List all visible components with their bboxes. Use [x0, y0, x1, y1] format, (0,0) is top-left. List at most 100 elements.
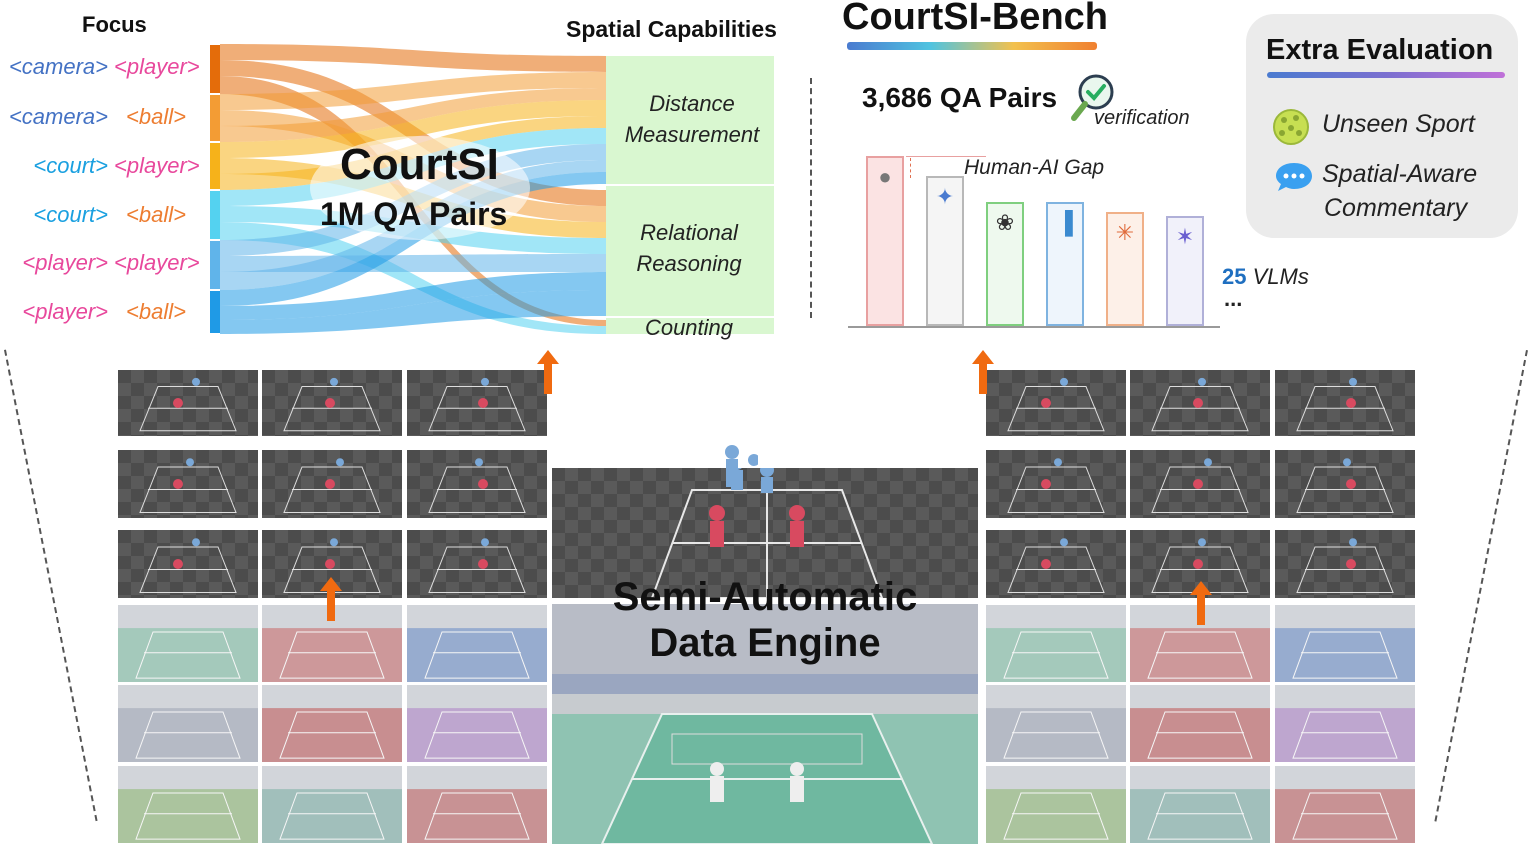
sankey-flow — [220, 72, 606, 110]
gap-line — [906, 156, 986, 157]
center-3d-scene — [552, 468, 978, 598]
up-arrow-icon — [320, 577, 342, 621]
thumbnail-3d — [986, 370, 1126, 436]
ellipsis: ... — [1224, 286, 1243, 311]
thumbnail-3d — [118, 530, 258, 598]
vlm-label: VLMs — [1252, 264, 1309, 289]
thumbnail-3d — [1130, 370, 1270, 436]
capability-counting: Counting — [606, 312, 772, 343]
thumbnail-video — [262, 766, 402, 843]
engine-label-line1: Semi-Automatic — [612, 575, 918, 619]
person-icon: ● — [878, 164, 892, 189]
openai-icon: ❀ — [995, 210, 1015, 235]
thumbnail-3d — [118, 450, 258, 518]
engine-label-line2: Data Engine — [649, 621, 881, 665]
gap-arrow — [910, 158, 911, 178]
thumbnail-video — [262, 685, 402, 762]
divider-line — [810, 78, 812, 318]
thumbnail-3d — [407, 530, 547, 598]
sankey-flow — [220, 222, 606, 334]
bench-bar: ✳ — [1106, 212, 1144, 326]
focus-label-a: <camera> — [8, 104, 108, 129]
sankey-flow — [220, 272, 606, 320]
bench-title-underline — [847, 42, 1097, 50]
thumbnail-video — [407, 766, 547, 843]
focus-title: Focus — [82, 12, 147, 37]
capability-line: Reasoning — [636, 251, 742, 276]
bench-bar: ● — [866, 156, 904, 326]
star-logo-icon: ✶ — [1175, 224, 1195, 249]
extra-item-commentary-2: Commentary — [1324, 194, 1468, 222]
focus-label-b: <player> — [114, 153, 200, 178]
bar-logo-icon: ▐ — [1057, 210, 1073, 235]
center-video-frame — [552, 604, 978, 844]
thumbnail-video — [986, 605, 1126, 682]
thumbnail-3d — [1275, 530, 1415, 598]
thumbnail-3d — [262, 450, 402, 518]
thumbnail-3d — [1275, 450, 1415, 518]
focus-label-a: <player> — [22, 299, 108, 324]
thumbnail-3d — [118, 370, 258, 436]
sankey-diagram — [210, 44, 774, 334]
thumbnail-3d — [262, 370, 402, 436]
vlm-count-label: 25 VLMs — [1222, 264, 1309, 290]
engine-label: Semi-Automatic Data Engine — [552, 574, 978, 666]
thumbnail-video — [1130, 605, 1270, 682]
focus-label-a: <camera> — [8, 54, 108, 79]
verification-label: verification — [1094, 107, 1190, 129]
capability-box — [606, 186, 774, 316]
gap-label: Human-AI Gap — [964, 156, 1105, 179]
sankey-source-node — [210, 291, 220, 333]
thumbnail-video — [407, 605, 547, 682]
thumbnail-video — [1275, 685, 1415, 762]
thumbnail-video — [118, 766, 258, 843]
thumbnail-video — [986, 766, 1126, 843]
sankey-flow — [220, 44, 606, 72]
extra-title: Extra Evaluation — [1266, 34, 1494, 66]
thumbnail-video — [118, 685, 258, 762]
sankey-source-node — [210, 45, 220, 93]
sankey-source-node — [210, 143, 220, 189]
vlm-count: 25 — [1222, 264, 1247, 289]
capability-line: Counting — [644, 315, 734, 340]
sankey-source-node — [210, 241, 220, 289]
sankey-title-glow — [310, 136, 530, 240]
funnel-line-left — [4, 349, 98, 822]
badminton-court-graphic — [552, 604, 978, 844]
thumbnail-3d — [1275, 370, 1415, 436]
focus-label-b: <player> — [114, 250, 200, 275]
sankey-title: CourtSI — [340, 140, 499, 189]
capability-box — [606, 56, 774, 184]
capability-distance: Distance Measurement — [610, 88, 774, 150]
focus-label-a: <court> — [33, 202, 108, 227]
bench-bar: ▐ — [1046, 202, 1084, 326]
sankey-subtitle: 1M QA Pairs — [320, 196, 508, 232]
claude-icon: ✳ — [1115, 220, 1135, 245]
thumbnail-video — [1275, 766, 1415, 843]
thumbnail-3d — [986, 530, 1126, 598]
bench-bar: ✦ — [926, 176, 964, 326]
bench-chart: Human-AI Gap ● ✦ ❀ ▐ ✳ ✶ — [846, 150, 1226, 330]
thumbnail-video — [118, 605, 258, 682]
sankey-source-node — [210, 95, 220, 141]
sankey-source-node — [210, 191, 220, 239]
sankey-flow — [220, 290, 606, 334]
thumbnail-3d — [1130, 530, 1270, 598]
gemini-icon: ✦ — [935, 184, 955, 209]
speech-bubble-icon — [1276, 163, 1312, 191]
pickleball-icon — [1273, 109, 1309, 145]
thumbnail-video — [407, 685, 547, 762]
focus-label-a: <court> — [33, 153, 108, 178]
thumbnail-3d — [407, 370, 547, 436]
extra-item-commentary: Spatial-Aware — [1322, 160, 1478, 188]
court-3d-graphic — [552, 468, 978, 598]
bench-qa-count: 3,686 QA Pairs — [862, 82, 1058, 113]
capability-box — [606, 318, 774, 334]
sankey-flow — [220, 88, 606, 142]
bench-bar: ❀ — [986, 202, 1024, 326]
center-blue-player — [718, 444, 760, 488]
up-arrow-icon — [1190, 581, 1212, 625]
thumbnail-video — [1130, 685, 1270, 762]
capability-line: Distance — [649, 91, 735, 116]
thumbnail-video — [986, 685, 1126, 762]
